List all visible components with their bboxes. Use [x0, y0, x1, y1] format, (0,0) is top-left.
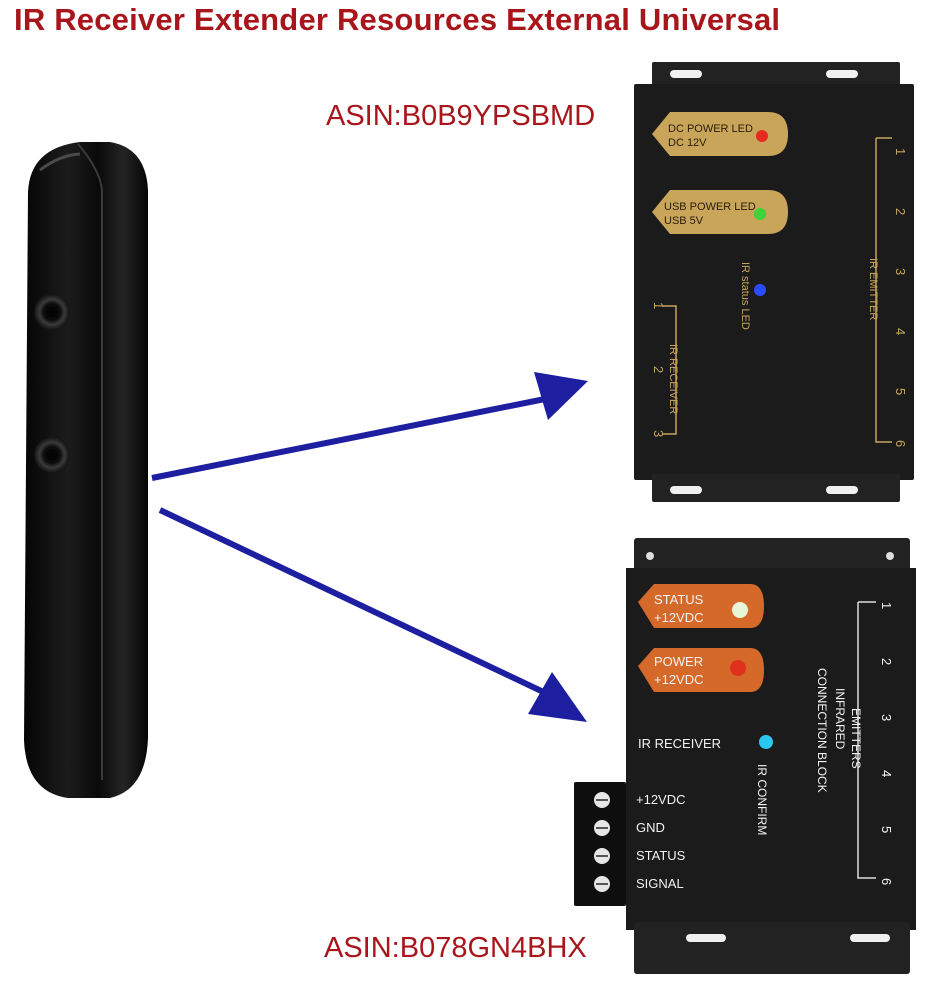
emitter-port-6: 6	[893, 440, 908, 447]
ir-status-led-label: IR status LED	[739, 262, 751, 330]
emitter-port-1: 1	[893, 148, 908, 155]
terminal-screws	[594, 792, 610, 892]
arrow-head-icon	[534, 372, 588, 420]
terminal-label-status: STATUS	[636, 848, 686, 863]
badge-line1: STATUS	[654, 592, 704, 607]
emitter-port-3: 3	[879, 714, 894, 721]
emitters-label: EMITTERS	[849, 708, 863, 769]
page-title: IR Receiver Extender Resources External …	[14, 2, 781, 37]
device-bottom: STATUS +12VDC POWER +12VDC IR RECEIVER I…	[574, 538, 916, 974]
ir-emitter-ports: 1 2 3 4 5 6	[893, 148, 908, 447]
ir-receiver-label: IR RECEIVER	[638, 736, 721, 751]
badge-line1: POWER	[654, 654, 703, 669]
emitter-port-2: 2	[879, 658, 894, 665]
emitter-port-5: 5	[879, 826, 894, 833]
badge-line2: +12VDC	[654, 672, 704, 687]
terminal-label-12vdc: +12VDC	[636, 792, 686, 807]
emitter-port-4: 4	[893, 328, 908, 335]
dc-power-badge	[652, 112, 788, 156]
emitter-port-4: 4	[879, 770, 894, 777]
badge-line2: +12VDC	[654, 610, 704, 625]
led-green-icon	[754, 208, 766, 220]
arrow-to-top-device	[151, 395, 551, 481]
led-blue-icon	[754, 284, 766, 296]
terminal-block	[574, 782, 626, 906]
emitter-port-3: 3	[893, 268, 908, 275]
badge-line2: USB 5V	[664, 215, 704, 227]
ir-receiver-bar	[24, 142, 148, 798]
ir-confirm-label: IR CONFIRM	[755, 764, 769, 835]
led-red-icon	[756, 130, 768, 142]
power-badge	[638, 648, 764, 692]
ir-emitter-label: IR EMITTER	[867, 258, 879, 320]
led-white-icon	[732, 602, 748, 618]
infrared-label: INFRARED	[833, 688, 847, 750]
arrow-to-bottom-device	[158, 507, 558, 701]
led-cyan-icon	[759, 735, 773, 749]
asin-label-top: ASIN:B0B9YPSBMD	[326, 100, 596, 132]
led-red-icon	[730, 660, 746, 676]
badge-line1: DC POWER LED	[668, 123, 753, 135]
terminal-label-signal: SIGNAL	[636, 876, 684, 891]
receiver-port-1: 1	[651, 302, 666, 309]
badge-line1: USB POWER LED	[664, 201, 756, 213]
emitter-port-6: 6	[879, 878, 894, 885]
terminal-label-gnd: GND	[636, 820, 665, 835]
device-top: DC POWER LED DC 12V USB POWER LED USB 5V…	[634, 62, 914, 502]
ir-receiver-label: IR RECEIVER	[667, 344, 679, 414]
connection-block-label: CONNECTION BLOCK	[815, 668, 829, 793]
arrow-head-icon	[528, 672, 587, 722]
emitter-port-5: 5	[893, 388, 908, 395]
receiver-port-2: 2	[651, 366, 666, 373]
usb-power-badge	[652, 190, 788, 234]
receiver-port-3: 3	[651, 430, 666, 437]
emitter-port-2: 2	[893, 208, 908, 215]
emitter-port-1: 1	[879, 602, 894, 609]
status-badge	[638, 584, 764, 628]
asin-label-bottom: ASIN:B078GN4BHX	[324, 932, 587, 964]
badge-line2: DC 12V	[668, 137, 707, 149]
